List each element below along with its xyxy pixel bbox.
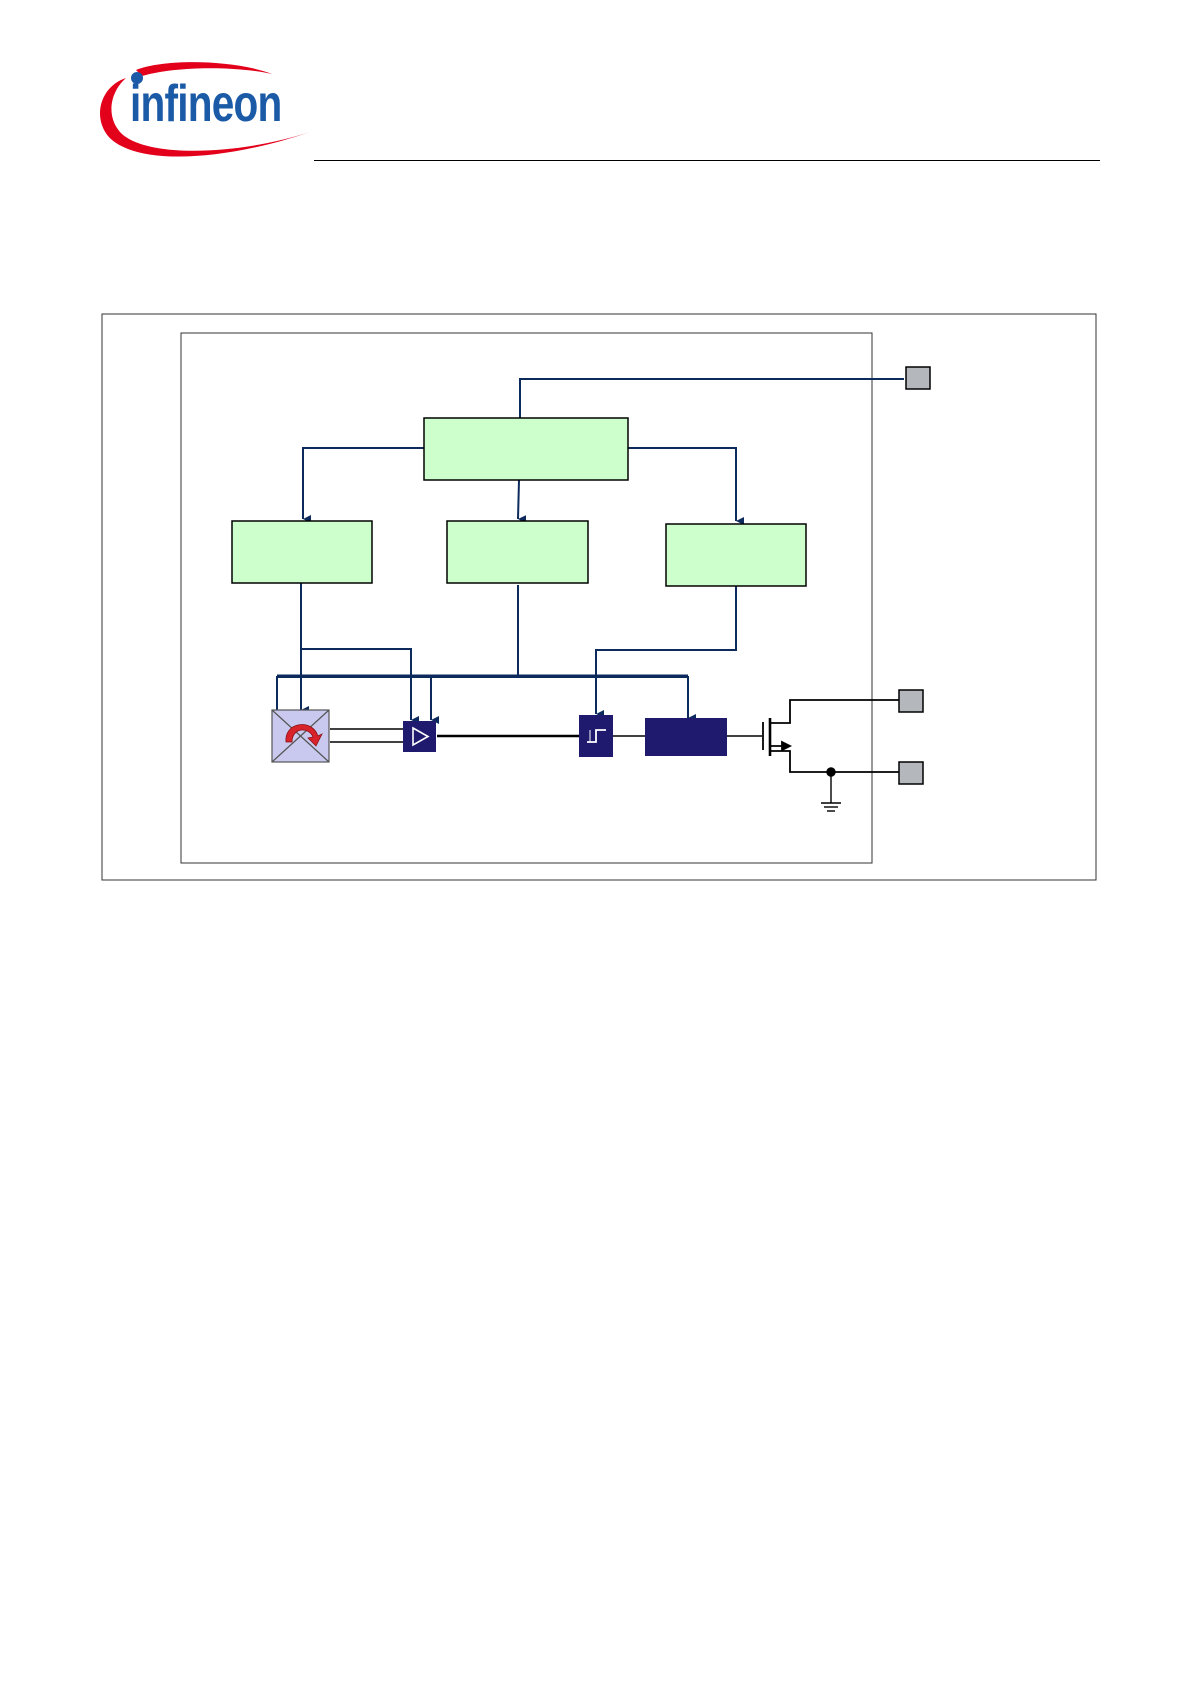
line-top-to-right-block (628, 447, 744, 525)
pin-output (898, 689, 924, 713)
pin-ground (898, 761, 924, 785)
left-function-block (231, 520, 373, 584)
hall-plate-icon (271, 709, 330, 763)
pin-vdd (905, 366, 931, 390)
logo-dot (131, 72, 143, 84)
bias-bus-line (276, 676, 696, 722)
amplifier-icon (403, 721, 436, 752)
top-control-block (423, 417, 629, 481)
vdd-supply-line (519, 378, 904, 418)
logo-wordmark: infineon (130, 75, 282, 133)
pin-pad-icon (898, 366, 931, 785)
header-divider (314, 160, 1100, 161)
output-driver-block (645, 718, 727, 756)
figure-frame (101, 313, 1097, 881)
ground-icon (821, 767, 841, 812)
mosfet-icon (762, 699, 903, 773)
line-top-to-left-block (302, 447, 424, 523)
line-top-to-middle-block (517, 479, 527, 524)
line-right-block-to-comparator (595, 585, 737, 718)
infineon-logo (99, 62, 310, 157)
chip-boundary (180, 332, 873, 864)
schmitt-trigger-icon (579, 715, 613, 757)
line-left-block-to-amp (301, 648, 419, 724)
right-function-block (665, 523, 807, 587)
middle-function-block (446, 520, 589, 584)
signal-path (330, 728, 762, 743)
logo-swoosh-top (136, 62, 272, 76)
